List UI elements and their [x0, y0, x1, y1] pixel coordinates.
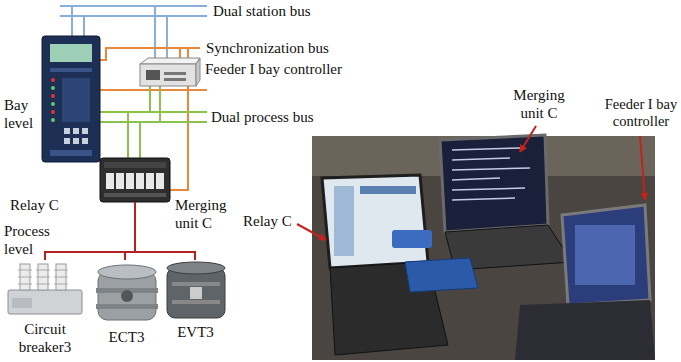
device-node: Relay C	[42, 36, 100, 162]
wire-connector	[125, 202, 135, 260]
device-node: ECT3	[95, 260, 158, 326]
device-node: Merging unit C	[100, 158, 170, 202]
merging-unit-device	[100, 158, 170, 202]
label-box: Dual station bus	[213, 2, 311, 20]
label-box: Synchronization bus	[206, 39, 329, 57]
label-box: Feeder I bay controller	[603, 96, 679, 131]
label-box: Process level	[4, 222, 60, 258]
text-label: Dual process bus	[211, 108, 313, 126]
text-label: Bay level	[4, 96, 44, 132]
text-label: Synchronization bus	[206, 39, 329, 57]
label-box: Merging unit C	[502, 86, 576, 122]
device-label: EVT3	[163, 323, 228, 341]
device-node: Circuit breaker3	[5, 260, 85, 318]
device-label: ECT3	[95, 328, 158, 346]
bay-controller-device	[140, 58, 200, 86]
label-box: Relay C	[243, 212, 292, 230]
current-transformer-device	[96, 265, 158, 320]
voltage-transformer-device	[167, 262, 225, 318]
label-box: Bay level	[4, 96, 44, 132]
text-label: Feeder I bay controller	[603, 96, 679, 131]
leader-arrows	[297, 126, 645, 240]
text-label: Process level	[4, 222, 60, 258]
text-label: Merging unit C	[502, 86, 576, 122]
device-label: Feeder I bay controller	[205, 60, 342, 78]
device-node: EVT3	[163, 260, 228, 320]
text-label: Relay C	[243, 212, 292, 230]
relay-device	[42, 36, 100, 162]
label-box: Dual process bus	[211, 108, 313, 126]
device-node: Feeder I bay controller	[140, 58, 200, 86]
lab-photo	[312, 135, 655, 360]
device-label: Circuit breaker3	[5, 320, 85, 356]
device-label: Relay C	[10, 196, 59, 214]
circuit-breaker-device	[8, 264, 82, 314]
process-bus	[100, 86, 207, 158]
text-label: Dual station bus	[213, 2, 311, 20]
device-label: Merging unit C	[175, 196, 249, 232]
